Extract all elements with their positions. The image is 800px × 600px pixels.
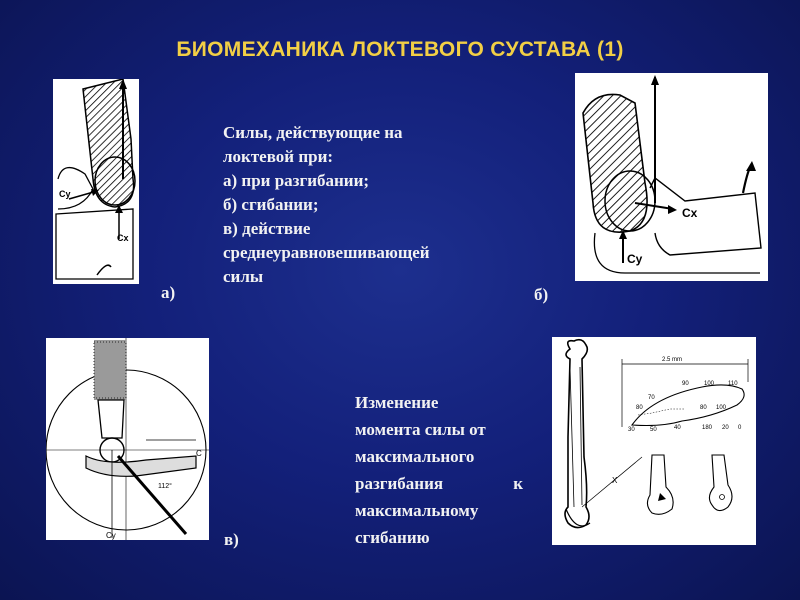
moment-line: момента силы от	[355, 420, 486, 439]
angle-bottom: 40	[674, 425, 681, 431]
moment-line: максимальному	[355, 501, 479, 520]
x-axis-label: X	[612, 476, 618, 485]
figure-label-a: а)	[161, 283, 176, 302]
intro-line: локтевой при:	[223, 147, 334, 166]
intro-line: б) сгибании;	[223, 195, 319, 214]
cy-label-b: Cy	[627, 252, 643, 266]
cy-label-a: Cy	[59, 189, 71, 199]
figure-label-c: в)	[224, 530, 239, 549]
angle-bottom: 50	[650, 427, 657, 433]
diagram-elbow-flexion: Cx Cy	[575, 73, 768, 281]
diagram-elbow-extension: Cy Cx	[53, 79, 139, 284]
diagram-moment-change: 2.5 mm 90 100 110 70 80 80 100 30 50 40 …	[552, 337, 756, 545]
forces-description: Силы, действующие на локтевой при: а) пр…	[223, 121, 430, 289]
angle-top: 100	[704, 381, 715, 387]
moment-change-text: Изменение момента силы от максимального …	[355, 389, 523, 551]
angle-bottom: 180	[702, 425, 713, 431]
dimension-label: 2.5 mm	[662, 357, 682, 363]
cy-label-c: Cy	[106, 531, 116, 540]
moment-line: сгибанию	[355, 528, 430, 547]
moment-word: к	[513, 474, 523, 493]
figure-label-b: б)	[534, 285, 549, 304]
angle-mid: 80	[700, 405, 707, 411]
cx-label-a: Cx	[117, 233, 129, 243]
cx-label-b: Cx	[682, 206, 698, 220]
angle-label-c: 112°	[158, 482, 172, 490]
angle-mid: 70	[648, 395, 655, 401]
angle-top: 90	[682, 381, 689, 387]
angle-bottom: 30	[628, 427, 635, 433]
slide-title: БИОМЕХАНИКА ЛОКТЕВОГО СУСТАВА (1)	[176, 38, 624, 61]
intro-line: силы	[223, 267, 264, 286]
cx-label-c: C	[196, 449, 202, 458]
moment-line-justified: разгибания к	[355, 470, 523, 497]
moment-line: Изменение	[355, 393, 439, 412]
angle-top: 110	[728, 381, 738, 387]
moment-word: разгибания	[355, 474, 444, 493]
intro-line: Силы, действующие на	[223, 123, 403, 142]
intro-line: а) при разгибании;	[223, 171, 370, 190]
angle-mid: 80	[636, 405, 643, 411]
intro-line: в) действие	[223, 219, 311, 238]
angle-bottom: 0	[738, 425, 742, 431]
moment-line: максимального	[355, 447, 475, 466]
angle-bottom: 20	[722, 425, 729, 431]
diagram-balancing-force: C 112° Cy	[46, 338, 209, 540]
intro-line: среднеуравновешивающей	[223, 243, 430, 262]
angle-mid: 100	[716, 405, 727, 411]
